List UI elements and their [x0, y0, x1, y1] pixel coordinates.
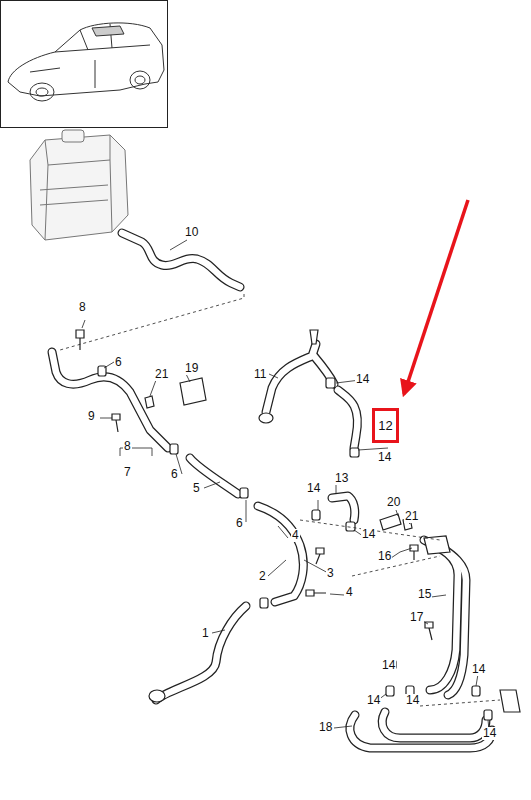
- callout-number: 20: [386, 496, 401, 509]
- callout-number: 21: [154, 368, 169, 381]
- callout-number: 8: [123, 440, 132, 453]
- callout-number: 21: [404, 510, 419, 523]
- leader-lines: [60, 240, 500, 730]
- callout-number: 14: [366, 694, 381, 707]
- callout-number: 5: [192, 482, 201, 495]
- callout-number: 19: [184, 362, 199, 375]
- callout-number: 14: [405, 694, 420, 707]
- callout-number: 14: [381, 659, 396, 672]
- callout-number: 4: [291, 529, 300, 542]
- hoses: [52, 233, 492, 748]
- callout-number: 13: [334, 472, 349, 485]
- callout-number: 1: [201, 627, 210, 640]
- callout-number: 3: [326, 567, 335, 580]
- callout-number: 10: [184, 226, 199, 239]
- car-thumbnail: [8, 23, 164, 101]
- callout-number: 14: [482, 727, 497, 740]
- clamps-and-bolts: [76, 330, 520, 720]
- callout-number: 12: [378, 418, 392, 433]
- callout-number: 9: [87, 410, 96, 423]
- callout-number: 14: [361, 528, 376, 541]
- callout-number: 14: [306, 482, 321, 495]
- highlight-box: 12: [372, 408, 399, 443]
- expansion-tank: [30, 130, 128, 240]
- callout-number: 14: [377, 451, 392, 464]
- callout-number: 8: [78, 301, 87, 314]
- callout-number: 16: [377, 550, 392, 563]
- callout-number: 6: [114, 356, 123, 369]
- callout-number: 11: [253, 368, 267, 381]
- thumbnail-frame: [1, 1, 168, 128]
- callout-number: 2: [258, 570, 267, 583]
- callout-number: 4: [345, 586, 354, 599]
- callout-number: 18: [318, 721, 333, 734]
- callout-number: 14: [355, 373, 370, 386]
- callout-number: 6: [170, 468, 179, 481]
- callout-number: 7: [123, 466, 132, 479]
- callout-number: 6: [235, 517, 244, 530]
- callout-number: 14: [471, 663, 486, 676]
- pointer-arrow: [404, 200, 468, 394]
- callout-number: 15: [417, 588, 432, 601]
- callout-number: 17: [409, 611, 424, 624]
